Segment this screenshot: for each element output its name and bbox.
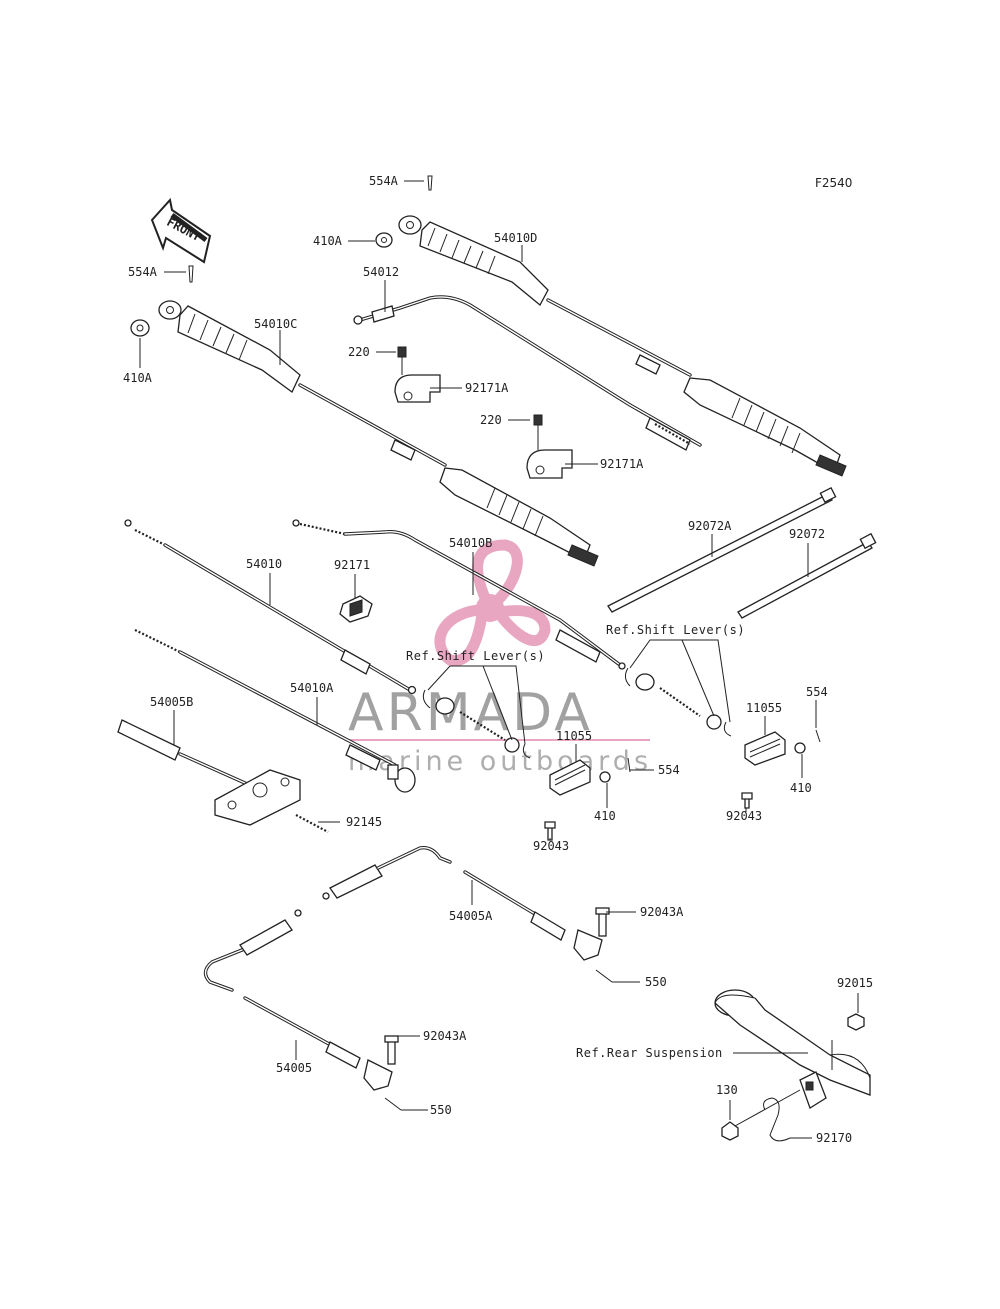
label-54010: 54010	[246, 557, 282, 571]
pin-554A-top	[427, 175, 433, 191]
label-ref-rear-suspension: Ref.Rear Suspension	[576, 1046, 723, 1060]
pin-550-a	[595, 969, 613, 983]
label-54010C: 54010C	[254, 317, 297, 331]
leader-lines	[139, 180, 859, 1139]
rear-suspension-bracket	[714, 989, 871, 1109]
clip-92170	[763, 1097, 791, 1142]
label-54010B: 54010B	[449, 536, 492, 550]
label-92072: 92072	[789, 527, 825, 541]
label-554-center: 554	[658, 763, 680, 777]
label-92043A-b: 92043A	[423, 1029, 467, 1043]
label-410A-left: 410A	[123, 371, 153, 385]
label-554-right: 554	[806, 685, 828, 699]
label-410A-top: 410A	[313, 234, 343, 248]
label-54005B: 54005B	[150, 695, 193, 709]
label-220-b: 220	[480, 413, 502, 427]
label-54005: 54005	[276, 1061, 312, 1075]
label-220-a: 220	[348, 345, 370, 359]
cable-tie-92072A	[607, 486, 837, 613]
part-labels: 554A 410A 54010D 554A 54012 54010C 410A …	[123, 174, 873, 1145]
label-92171A-b: 92171A	[600, 457, 644, 471]
label-130: 130	[716, 1083, 738, 1097]
pin-554A-left	[188, 265, 194, 283]
shift-kit-right	[624, 667, 821, 809]
cable-54010D	[398, 215, 847, 477]
clamp-92171A-lower	[526, 414, 573, 479]
pin-92043A-b	[384, 1035, 399, 1065]
washer-410A-top	[375, 232, 393, 248]
label-92015: 92015	[837, 976, 873, 990]
cable-54005A	[322, 846, 603, 961]
label-11055-center: 11055	[556, 729, 592, 743]
clamp-92171	[339, 595, 373, 623]
nut-92015	[847, 1013, 865, 1031]
label-554A-left: 554A	[128, 265, 158, 279]
label-410-right: 410	[790, 781, 812, 795]
label-550-a: 550	[645, 975, 667, 989]
label-ref-shift-lever-right: Ref.Shift Lever(s)	[606, 623, 745, 637]
label-92145: 92145	[346, 815, 382, 829]
clamp-92171A-upper	[394, 346, 441, 403]
label-92072A: 92072A	[688, 519, 732, 533]
label-54012: 54012	[363, 265, 399, 279]
propeller-hub	[476, 594, 504, 622]
label-ref-shift-lever-center: Ref.Shift Lever(s)	[406, 649, 545, 663]
washer-410A-left	[130, 319, 150, 337]
label-92171A-a: 92171A	[465, 381, 509, 395]
front-direction-arrow: FRONT	[150, 197, 212, 264]
label-410-center: 410	[594, 809, 616, 823]
label-92043A-a: 92043A	[640, 905, 684, 919]
cable-54010C	[158, 300, 599, 567]
cable-54005	[203, 909, 393, 1091]
pin-550-b	[384, 1097, 402, 1111]
watermark-logo: ARMADA marine outboards	[345, 539, 650, 777]
label-11055-right: 11055	[746, 701, 782, 715]
label-92043-center: 92043	[533, 839, 569, 853]
shift-kit-center	[422, 689, 631, 841]
label-54010D: 54010D	[494, 231, 537, 245]
cable-54010	[124, 519, 417, 695]
cable-54012	[353, 295, 702, 451]
cable-54010B	[292, 519, 626, 670]
figure-code: F2540	[815, 176, 852, 190]
cable-tie-92072	[737, 532, 877, 619]
spring-92145	[295, 814, 329, 833]
pin-92043A-a	[595, 907, 610, 937]
watermark-brand: ARMADA	[348, 683, 593, 743]
cable-54010A	[134, 629, 416, 793]
bolt-130	[721, 1089, 801, 1141]
label-54010A: 54010A	[290, 681, 334, 695]
label-550-b: 550	[430, 1103, 452, 1117]
label-554A-top: 554A	[369, 174, 399, 188]
label-92043-right: 92043	[726, 809, 762, 823]
label-92170: 92170	[816, 1131, 852, 1145]
label-92171: 92171	[334, 558, 370, 572]
adjuster-54005B	[117, 719, 301, 826]
label-54005A: 54005A	[449, 909, 493, 923]
